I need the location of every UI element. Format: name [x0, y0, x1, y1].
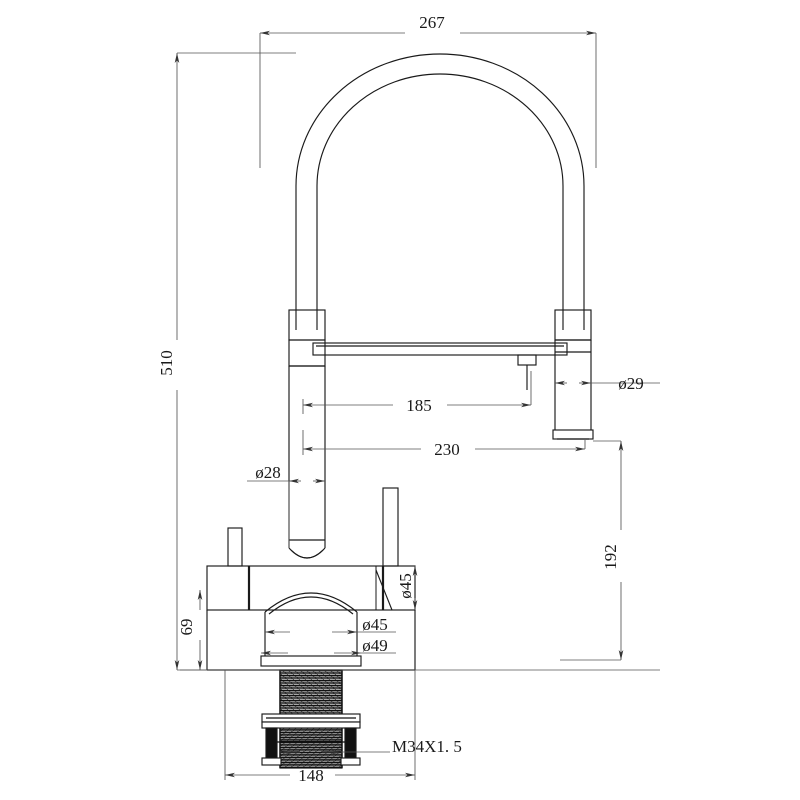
mounting-nut-plate	[261, 713, 361, 766]
dim-label-d45: ø45	[362, 615, 388, 634]
dimension-lines-group	[174, 30, 660, 780]
faucet-geometry-group	[206, 53, 594, 769]
spout-outlet	[552, 429, 594, 440]
dim-label-510: 510	[157, 350, 176, 376]
dimension-text-group: 267 510 185 230 ø29 ø28 192 ø45 69 ø45 ø…	[157, 13, 644, 785]
dim-label-185: 185	[406, 396, 432, 415]
dim-label-69: 69	[177, 619, 196, 636]
dim-label-d29: ø29	[618, 374, 644, 393]
dim-label-148: 148	[298, 766, 324, 785]
cross-brace	[312, 342, 568, 390]
dim-label-m34: M34X1. 5	[392, 737, 462, 756]
gooseneck-arch	[295, 53, 585, 330]
right-handle	[382, 487, 399, 567]
dim-label-d28: ø28	[255, 463, 281, 482]
left-handle	[227, 527, 243, 567]
left-riser-tube	[288, 309, 326, 559]
faucet-body	[206, 565, 416, 611]
dim-label-d49: ø49	[362, 636, 388, 655]
dim-label-230: 230	[434, 440, 460, 459]
dim-label-267: 267	[419, 13, 445, 32]
dim-label-192: 192	[601, 544, 620, 570]
right-riser-tube	[554, 309, 592, 430]
dim-label-d45-body: ø45	[396, 573, 415, 599]
